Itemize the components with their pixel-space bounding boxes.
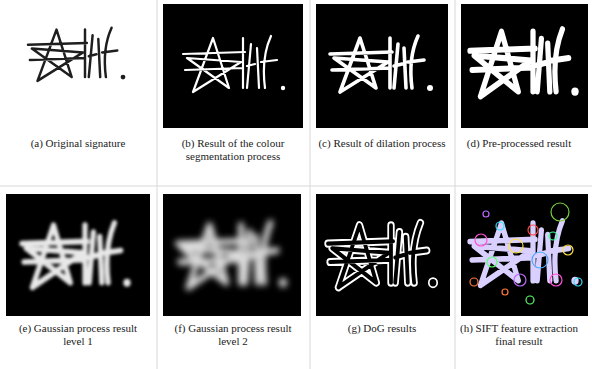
panel-caption: (f) Gaussian process result level 2	[163, 322, 303, 348]
sift-keypoints	[470, 203, 582, 304]
dilated-signature	[330, 36, 433, 92]
panel-caption: (h) SIFT feature extraction final result	[449, 322, 589, 348]
panel-caption: (a) Original signature	[8, 137, 148, 150]
segmented-signature	[183, 36, 285, 92]
gaussian-level-1	[22, 223, 131, 287]
sift-signature	[470, 221, 579, 285]
panel-caption: (g) DoG results	[312, 322, 452, 335]
original-signature	[28, 28, 125, 81]
dog-signature	[328, 223, 437, 287]
panel-caption: (d) Pre-processed result	[449, 137, 589, 150]
panel-caption: (e) Gaussian process result level 1	[8, 322, 148, 348]
preprocessed-signature	[470, 29, 579, 96]
panel-caption: (c) Result of dilation process	[312, 137, 452, 150]
panel-caption: (b) Result of the colour segmentation pr…	[163, 137, 303, 163]
gaussian-level-2	[178, 223, 287, 287]
